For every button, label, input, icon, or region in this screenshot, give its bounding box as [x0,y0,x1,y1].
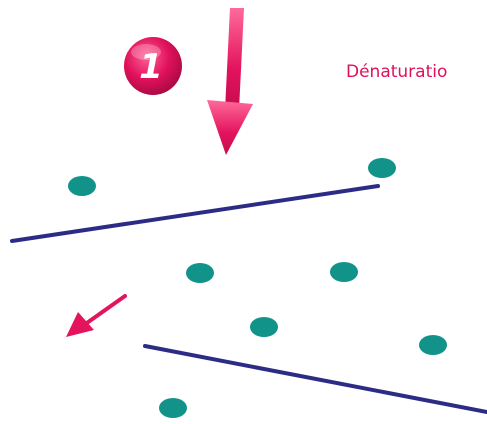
base-dot [159,398,187,418]
base-dot [186,263,214,283]
step-label: Dénaturatio [346,62,448,82]
strand-lower [143,344,487,414]
step-badge-highlight [131,44,161,60]
base-dot [419,335,447,355]
base-dot [68,176,96,196]
down-left-arrow-icon [66,294,127,337]
base-dot [250,317,278,337]
step-number: 1 [139,47,163,87]
strand-upper [10,184,380,243]
base-dot [330,262,358,282]
step-badge-circle [124,37,182,95]
down-arrow-icon [207,8,253,155]
base-dot [368,158,396,178]
